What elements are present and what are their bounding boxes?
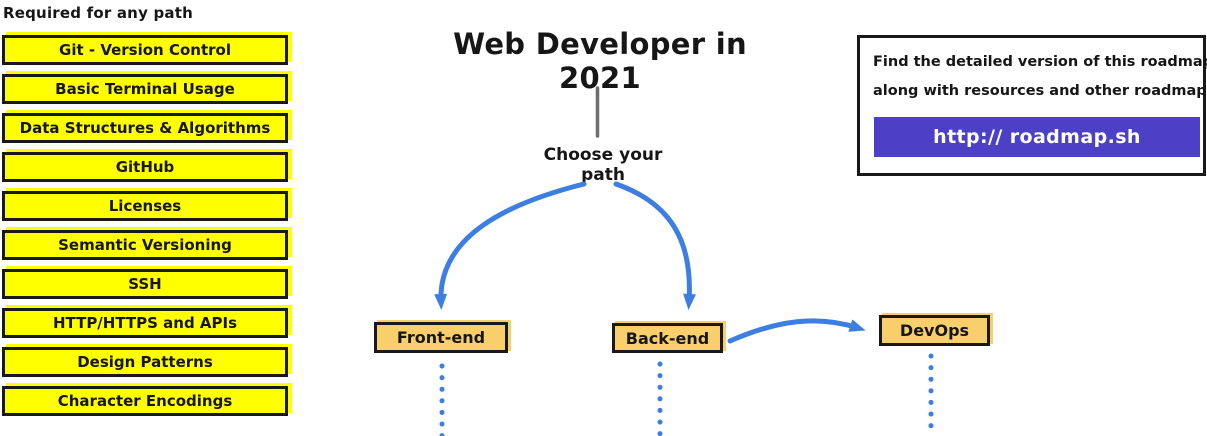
topic-character-encodings[interactable]: Character Encodings (2, 386, 288, 416)
topic-ssh[interactable]: SSH (2, 269, 288, 299)
required-heading: Required for any path (3, 4, 193, 22)
info-text-line2: along with resources and other roadmaps (873, 83, 1207, 99)
path-backend[interactable]: Back-end (612, 323, 723, 353)
info-text-line1: Find the detailed version of this roadma… (873, 54, 1207, 70)
topic-licenses[interactable]: Licenses (2, 191, 288, 221)
path-devops[interactable]: DevOps (879, 315, 990, 346)
roadmap-url-button[interactable]: http:// roadmap.sh (874, 117, 1200, 157)
required-section: Required for any path Git - Version Cont… (2, 4, 292, 425)
topic-basic-terminal-usage[interactable]: Basic Terminal Usage (2, 74, 288, 104)
topic-github[interactable]: GitHub (2, 152, 288, 182)
arrow-to-devops (727, 318, 866, 344)
topic-data-structures-algorithms[interactable]: Data Structures & Algorithms (2, 113, 288, 143)
choose-path-label: Choose your path (543, 145, 663, 185)
page-title: Web Developer in 2021 (453, 27, 747, 95)
path-frontend[interactable]: Front-end (374, 322, 508, 353)
topic-design-patterns[interactable]: Design Patterns (2, 347, 288, 377)
arrow-to-frontend (434, 181, 587, 310)
arrow-to-backend (613, 181, 696, 310)
topic-git-version-control[interactable]: Git - Version Control (2, 35, 288, 65)
topic-semantic-versioning[interactable]: Semantic Versioning (2, 230, 288, 260)
info-box: Find the detailed version of this roadma… (857, 35, 1207, 176)
topic-http-https-apis[interactable]: HTTP/HTTPS and APIs (2, 308, 288, 338)
